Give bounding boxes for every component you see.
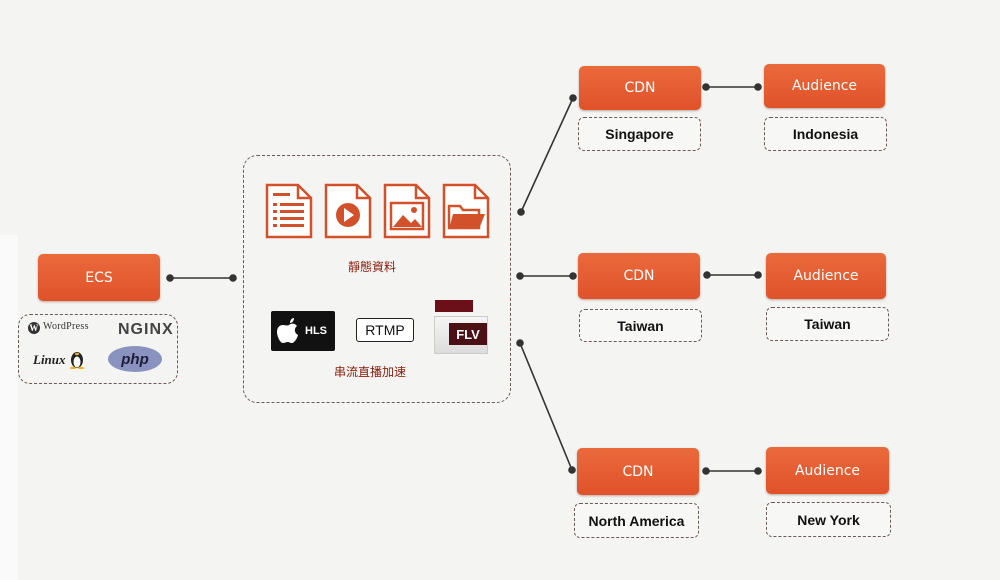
wordpress-icon: W xyxy=(28,322,40,334)
cdn-node-north-america[interactable]: CDN xyxy=(577,448,699,495)
cdn-location-taiwan: Taiwan xyxy=(579,309,702,342)
connector-center-cdn-singapore xyxy=(520,97,574,213)
tux-penguin-icon xyxy=(69,352,84,370)
location-label: North America xyxy=(588,512,685,529)
cdn-location-north-america: North America xyxy=(574,503,699,538)
background-strip xyxy=(0,235,18,580)
cdn-node-taiwan[interactable]: CDN xyxy=(578,253,700,299)
flv-logo: FLV xyxy=(434,316,488,354)
wordpress-text: WordPress xyxy=(43,321,89,332)
linux-logo: Linux xyxy=(33,349,85,370)
location-label: Taiwan xyxy=(804,316,851,332)
connector-center-cdn-north-america xyxy=(519,342,573,471)
streaming-caption: 串流直播加速 xyxy=(334,365,407,379)
flv-label: FLV xyxy=(449,323,487,345)
apple-icon xyxy=(277,318,298,343)
audience-label: Audience xyxy=(794,462,861,479)
php-logo: php xyxy=(108,346,162,372)
location-label: Taiwan xyxy=(617,317,664,334)
content-type-box xyxy=(243,155,511,403)
connector-dot xyxy=(229,274,237,282)
connector-dot xyxy=(754,271,762,279)
connector-dot xyxy=(702,83,710,91)
cdn-label: CDN xyxy=(623,268,655,284)
connector-dot xyxy=(754,83,762,91)
ecs-label: ECS xyxy=(85,269,113,286)
audience-location-indonesia: Indonesia xyxy=(764,117,887,151)
cdn-node-singapore[interactable]: CDN xyxy=(579,66,701,110)
connector-dot xyxy=(166,274,174,282)
audience-location-taiwan: Taiwan xyxy=(766,307,889,341)
location-label: Indonesia xyxy=(792,126,859,142)
audience-location-new-york: New York xyxy=(766,502,891,537)
audience-label: Audience xyxy=(791,78,858,94)
ecs-software-box xyxy=(18,314,178,384)
cdn-location-singapore: Singapore xyxy=(578,117,701,151)
nginx-logo: NGINX xyxy=(118,321,174,338)
static-content-caption: 靜態資料 xyxy=(348,260,397,274)
audience-node-new-york[interactable]: Audience xyxy=(766,447,889,494)
rtmp-label: RTMP xyxy=(365,322,405,338)
connector-dot xyxy=(516,272,524,280)
connector-dot xyxy=(569,94,577,102)
connector-dot xyxy=(703,271,711,279)
hls-logo: HLS xyxy=(271,311,335,351)
audience-node-indonesia[interactable]: Audience xyxy=(764,64,885,108)
location-label: Singapore xyxy=(605,126,674,142)
audience-node-taiwan[interactable]: Audience xyxy=(766,253,886,299)
connector-dot xyxy=(569,272,577,280)
connector-dot xyxy=(516,339,524,347)
flv-logo-banner xyxy=(435,300,473,312)
cdn-label: CDN xyxy=(624,80,656,96)
php-text: php xyxy=(121,350,149,368)
document-icon xyxy=(265,183,313,239)
folder-file-icon xyxy=(442,183,490,239)
cdn-label: CDN xyxy=(622,463,654,480)
connector-dot xyxy=(702,467,710,475)
connector-dot xyxy=(754,467,762,475)
hls-label: HLS xyxy=(305,325,327,337)
rtmp-logo: RTMP xyxy=(356,318,414,342)
connector-dot xyxy=(517,208,525,216)
ecs-node[interactable]: ECS xyxy=(38,254,160,301)
location-label: New York xyxy=(797,511,860,528)
connector-dot xyxy=(568,466,576,474)
audience-label: Audience xyxy=(793,268,859,284)
image-file-icon xyxy=(383,183,431,239)
video-file-icon xyxy=(324,183,372,239)
linux-text: Linux xyxy=(33,352,66,367)
